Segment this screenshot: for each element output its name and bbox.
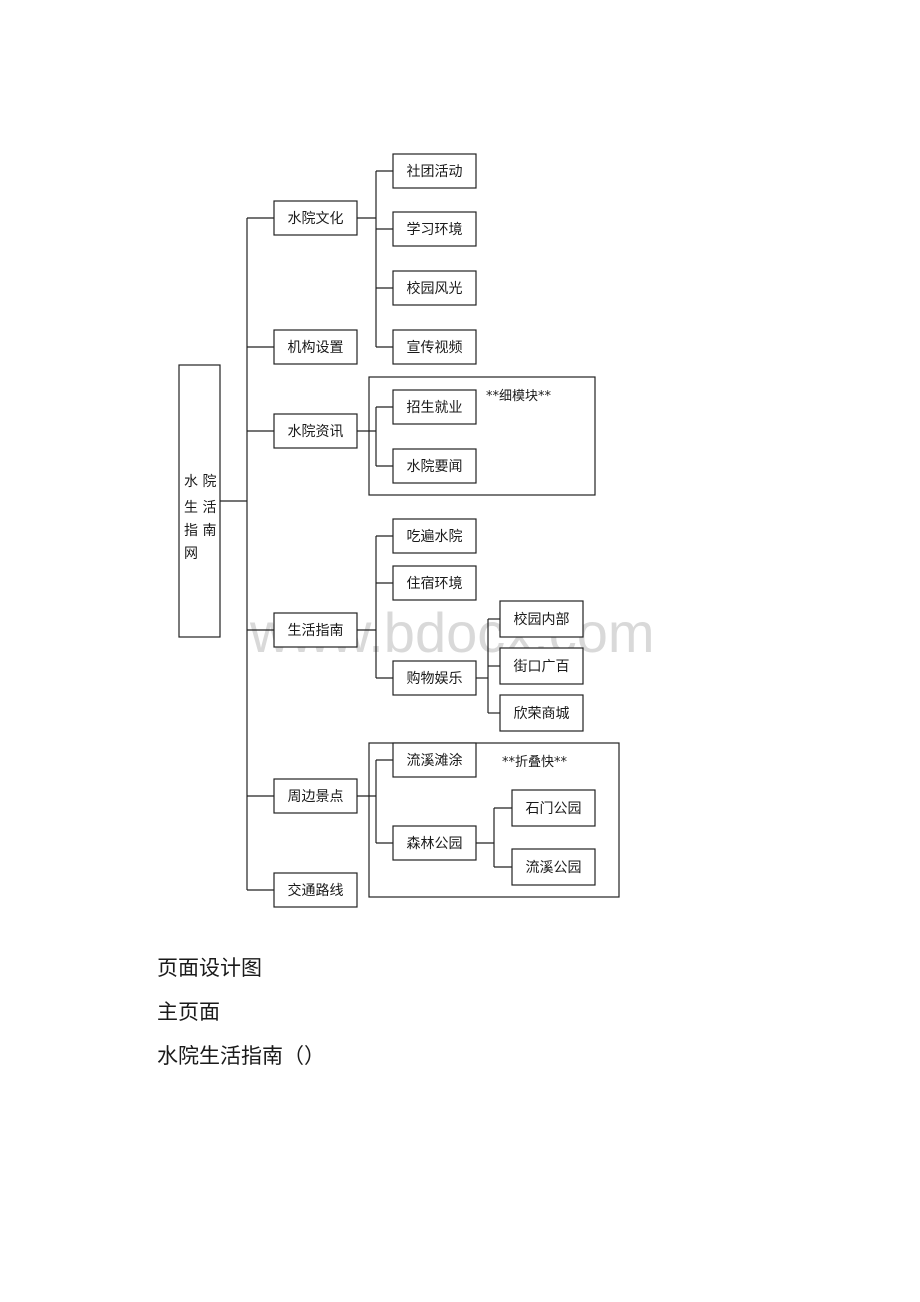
- module-note-news: **细模块**: [486, 389, 552, 404]
- child-label: 水院要闻: [407, 459, 463, 475]
- section-label: 周边景点: [288, 789, 344, 805]
- grandchild-node: [511, 789, 596, 827]
- site-structure-diagram: www.bdocx.com**细模块****折叠快**水 院生 活指 南网水院文…: [178, 153, 655, 908]
- root-label-line: 网: [184, 546, 198, 562]
- grandchild-node: [499, 647, 584, 685]
- child-label: 社团活动: [407, 164, 463, 180]
- root-label-line: 水 院: [184, 474, 216, 490]
- child-node: [392, 329, 477, 365]
- grandchild-label: 欣荣商城: [514, 706, 570, 722]
- root-label-line: 生 活: [184, 500, 216, 516]
- child-label: 校园风光: [407, 280, 463, 297]
- grandchild-label: 流溪公园: [526, 860, 582, 876]
- child-node: [392, 825, 477, 861]
- child-node: [392, 565, 477, 601]
- section-label: 交通路线: [288, 882, 344, 899]
- module-note-scenery: **折叠快**: [502, 755, 568, 770]
- heading-site-title: 水院生活指南（）: [157, 1044, 325, 1068]
- child-node: [392, 518, 477, 554]
- module-frame-scenery: [368, 742, 620, 898]
- child-label: 森林公园: [407, 836, 463, 852]
- root-node: [178, 364, 221, 638]
- section-label: 水院资讯: [288, 424, 344, 440]
- grandchild-label: 街口广百: [514, 659, 570, 675]
- section-node: [273, 413, 358, 449]
- child-node: [392, 742, 477, 778]
- child-label: 住宿环境: [407, 575, 463, 592]
- child-label: 学习环境: [407, 222, 463, 238]
- section-node: [273, 329, 358, 365]
- heading-main-page: 主页面: [157, 1000, 220, 1024]
- section-label: 机构设置: [288, 340, 344, 356]
- grandchild-label: 石门公园: [526, 801, 582, 817]
- grandchild-node: [499, 600, 584, 638]
- child-node: [392, 270, 477, 306]
- section-node: [273, 872, 358, 908]
- child-node: [392, 448, 477, 484]
- section-label: 生活指南: [288, 623, 344, 639]
- child-label: 购物娱乐: [407, 671, 463, 687]
- child-label: 吃遍水院: [407, 529, 463, 545]
- child-label: 宣传视频: [407, 340, 463, 356]
- child-node: [392, 153, 477, 189]
- child-label: 流溪滩涂: [407, 753, 463, 769]
- module-frame-news: [368, 376, 596, 496]
- child-node: [392, 389, 477, 425]
- child-label: 招生就业: [407, 400, 463, 416]
- heading-page-design: 页面设计图: [157, 956, 262, 980]
- section-label: 水院文化: [288, 211, 344, 227]
- grandchild-node: [511, 848, 596, 886]
- grandchild-label: 校园内部: [514, 611, 570, 628]
- root-label-line: 指 南: [184, 523, 216, 539]
- child-node: [392, 660, 477, 696]
- child-node: [392, 211, 477, 247]
- grandchild-node: [499, 694, 584, 732]
